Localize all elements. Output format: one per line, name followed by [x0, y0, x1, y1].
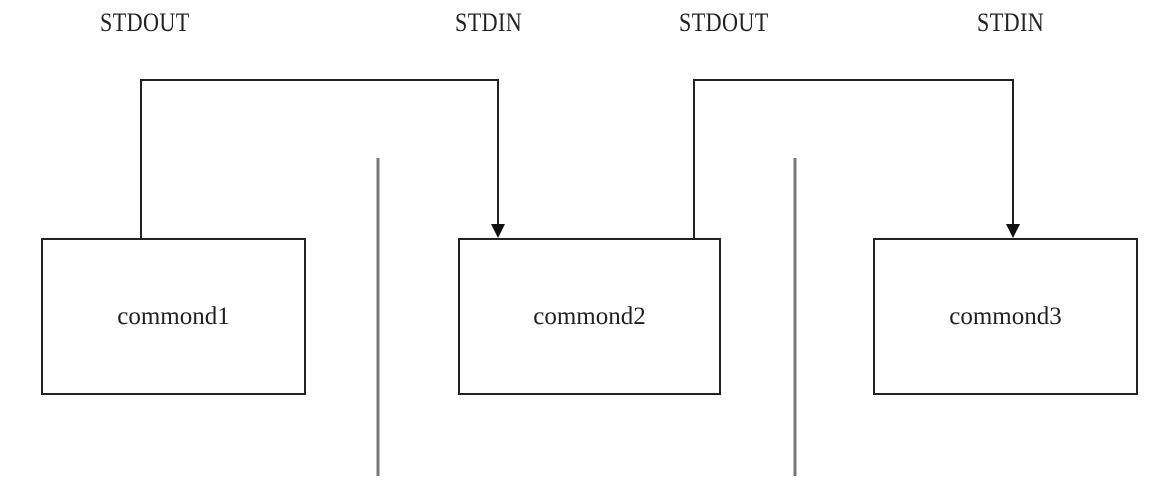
- command-box-2: commond2: [458, 238, 721, 395]
- arrowhead-1: [491, 224, 505, 238]
- stdin-label-1: STDIN: [455, 8, 523, 37]
- command-box-3: commond3: [873, 238, 1138, 395]
- command-label-3: commond3: [949, 302, 1062, 330]
- pipe-arrow-2: [693, 79, 1014, 238]
- command-box-1: commond1: [41, 238, 306, 395]
- stdout-label-2: STDOUT: [679, 8, 769, 37]
- stdin-label-2: STDIN: [977, 8, 1045, 37]
- pipe-arrow-1: [140, 79, 499, 238]
- command-label-2: commond2: [533, 302, 646, 330]
- command-label-1: commond1: [117, 302, 230, 330]
- stdout-label-1: STDOUT: [100, 8, 190, 37]
- arrowhead-2: [1006, 224, 1020, 238]
